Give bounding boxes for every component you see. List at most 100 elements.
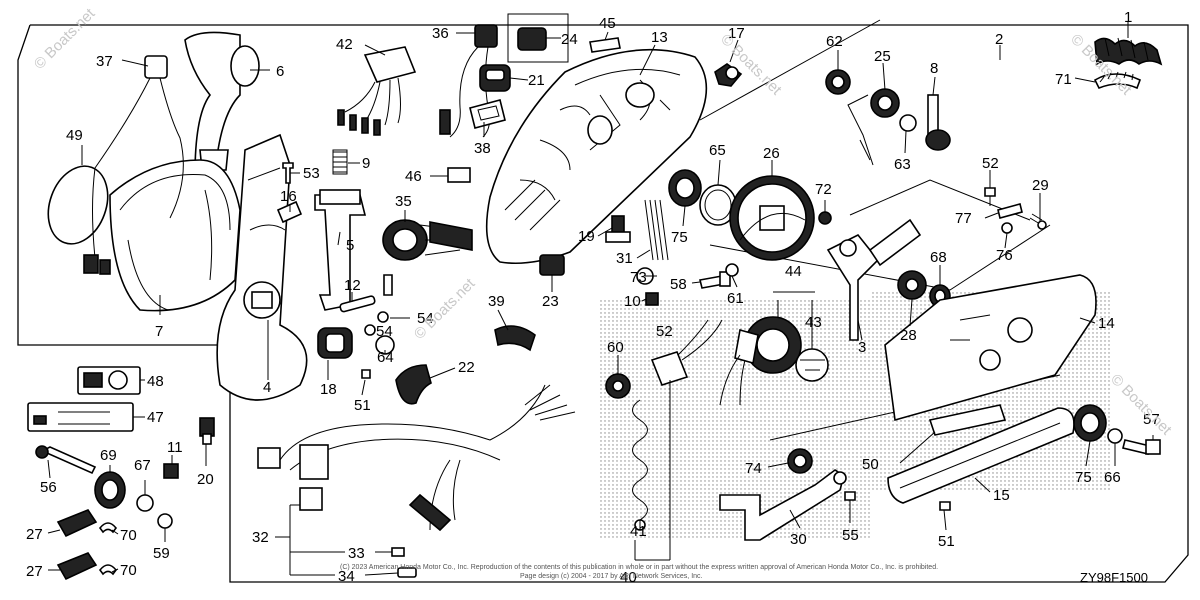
callout-20: 20	[197, 471, 214, 488]
callout-22: 22	[458, 359, 475, 376]
callout-29: 29	[1032, 177, 1049, 194]
callout-64: 64	[377, 349, 394, 366]
part-52-screw-upper	[984, 187, 996, 206]
part-14-side-plate	[884, 274, 1097, 422]
watermark-center: © Boats.net	[411, 275, 479, 343]
callout-75-upper: 75	[671, 229, 688, 246]
part-71-clip	[1093, 71, 1142, 90]
callout-9: 9	[362, 155, 370, 172]
callout-77: 77	[955, 210, 972, 227]
callout-26: 26	[763, 145, 780, 162]
part-21-switch-boot	[479, 64, 511, 92]
callout-63: 63	[894, 156, 911, 173]
part-49-o-ring	[47, 165, 109, 245]
part-48-decal	[77, 366, 141, 395]
part-63-washer	[899, 114, 917, 132]
part-66-washer	[1107, 428, 1123, 444]
callout-40: 40	[620, 569, 637, 586]
part-38-gasket	[469, 99, 506, 129]
part-51-screw-right	[939, 501, 951, 511]
callout-24: 24	[561, 31, 578, 48]
part-27-link-lower	[56, 552, 98, 581]
part-10-clip	[645, 292, 659, 306]
part-5-link-plate	[314, 189, 367, 311]
part-8-lever	[925, 94, 951, 151]
callout-13: 13	[651, 29, 668, 46]
callout-76: 76	[996, 247, 1013, 264]
part-46-label	[447, 167, 471, 183]
callout-58: 58	[670, 276, 687, 293]
callout-1: 1	[1124, 9, 1132, 26]
part-50-plate-label	[928, 404, 1007, 436]
callout-6: 6	[276, 63, 284, 80]
part-22-lever-cam	[395, 364, 432, 405]
part-13-control-box-housing	[485, 48, 708, 265]
callout-70-lower: 70	[120, 562, 137, 579]
guide-line-a	[699, 19, 881, 121]
part-45-label	[589, 37, 621, 53]
callout-73: 73	[630, 269, 647, 286]
callout-75-lower: 75	[1075, 469, 1092, 486]
callout-48: 48	[147, 373, 164, 390]
guide-line-b	[709, 224, 1051, 291]
callout-14: 14	[1098, 315, 1115, 332]
part-76-nut	[1001, 222, 1013, 234]
callout-3: 3	[858, 339, 866, 356]
part-57-bolt	[1122, 439, 1161, 455]
part-70-clip-upper	[98, 522, 118, 534]
part-32-main-harness	[257, 384, 576, 532]
callout-27-lower: 27	[26, 563, 43, 580]
part-42-emergency-stop-switch	[337, 46, 417, 136]
callout-71: 71	[1055, 71, 1072, 88]
callout-36: 36	[432, 25, 449, 42]
part-59-nut	[157, 513, 173, 529]
part-7-lever-cover	[109, 159, 241, 312]
part-18-neutral-switch	[317, 327, 353, 359]
part-4-lever-arm	[216, 133, 308, 401]
part-58-bolt	[699, 271, 731, 289]
part-19-boot	[605, 215, 631, 243]
callout-68: 68	[930, 249, 947, 266]
part-62-bushing	[825, 69, 851, 95]
callout-18: 18	[320, 381, 337, 398]
callout-35: 35	[395, 193, 412, 210]
part-6-control-lever	[184, 31, 260, 176]
callout-23: 23	[542, 293, 559, 310]
part-12-pin	[339, 295, 376, 313]
callout-57: 57	[1143, 411, 1160, 428]
callout-38: 38	[474, 140, 491, 157]
part-36-relay	[439, 24, 498, 138]
callout-51-right: 51	[938, 533, 955, 550]
callout-52-upper: 52	[982, 155, 999, 172]
part-74-bushing	[787, 448, 813, 474]
callout-16: 16	[280, 188, 297, 205]
callout-49: 49	[66, 127, 83, 144]
page-design-line: Page design (c) 2004 - 2017 by ARI Netwo…	[520, 573, 703, 580]
part-35-ignition-switch	[382, 219, 473, 296]
part-51-screw-left	[361, 369, 371, 379]
callout-45: 45	[599, 15, 616, 32]
callout-54-lower: 54	[376, 323, 393, 340]
part-43-trim-disc	[795, 348, 829, 382]
part-28-bushing	[897, 270, 927, 300]
callout-33: 33	[348, 545, 365, 562]
callout-8: 8	[930, 60, 938, 77]
callout-7: 7	[155, 323, 163, 340]
assembly-frame	[17, 24, 1189, 583]
part-55-screw	[844, 491, 856, 501]
part-11-nut	[163, 463, 179, 479]
callout-37: 37	[96, 53, 113, 70]
callout-30: 30	[790, 531, 807, 548]
callout-10: 10	[624, 293, 641, 310]
callout-labels: 1 2 3 4 5 6 7 8 9 10 11 12 13 14 15 16 1…	[26, 9, 1160, 586]
callout-51-left: 51	[354, 397, 371, 414]
part-26-friction-plate	[729, 175, 815, 261]
callout-21: 21	[528, 72, 545, 89]
part-44-trim-switch	[719, 316, 802, 406]
leader-lines	[47, 22, 1154, 576]
part-77-plate	[997, 203, 1023, 219]
part-34-terminal	[397, 567, 417, 578]
part-1-grommet	[1094, 37, 1163, 66]
part-25-spring-plate	[847, 88, 900, 166]
